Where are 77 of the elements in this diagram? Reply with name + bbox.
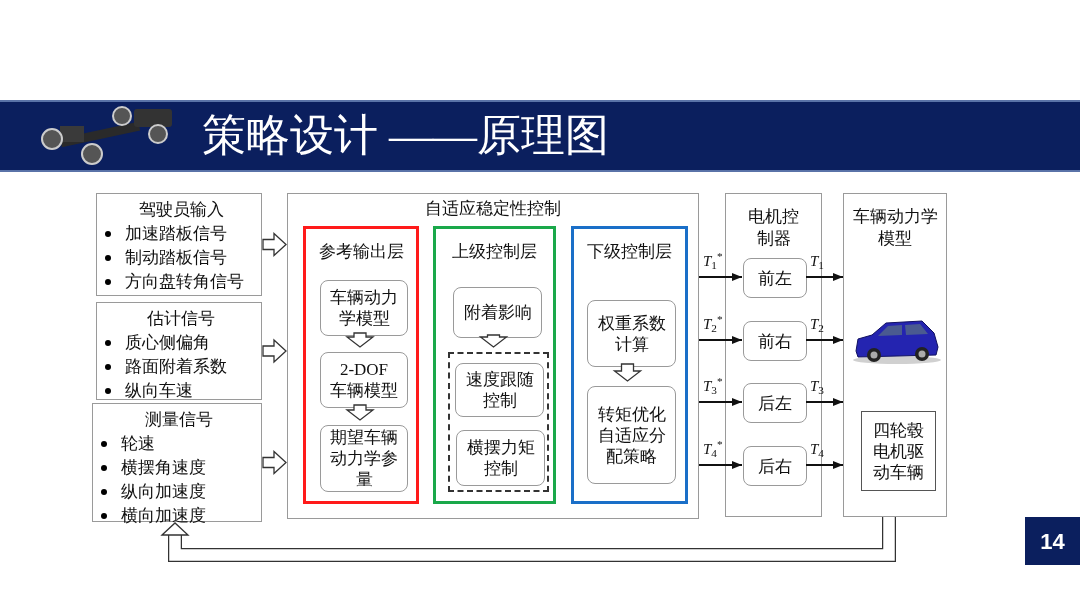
process-box [743, 383, 807, 423]
box-text: 后左 [757, 392, 793, 414]
box-text: 2-DOF 车辆模型 [329, 359, 399, 401]
process-box [587, 386, 676, 484]
hollow-arrow [262, 232, 287, 257]
box-text: 前左 [757, 267, 793, 289]
box-text: 后右 [757, 455, 793, 477]
box-text: 车辆动力学模型 [329, 287, 399, 329]
hollow-arrow [262, 338, 287, 364]
arrow [698, 273, 743, 281]
bullet-item: 方向盘转角信号 [125, 271, 244, 293]
bullet-item: 轮速 [121, 433, 155, 455]
hollow-arrow [478, 334, 509, 348]
panel-heading: 车辆动力学模型 [851, 206, 939, 250]
box-text: 附着影响 [462, 302, 533, 323]
arrow [698, 461, 743, 469]
edge-label: T$_{1}$ [810, 253, 824, 269]
arrow [698, 336, 743, 344]
layer-panel [303, 226, 419, 504]
process-box [743, 446, 807, 486]
process-box [320, 425, 408, 492]
panel-heading: 下级控制层 [587, 241, 672, 263]
arrow [698, 398, 743, 406]
arrow [805, 398, 844, 406]
panel-heading: 电机控制器 [747, 206, 800, 250]
box-heading: 估计信号 [147, 308, 215, 330]
process-box [743, 321, 807, 361]
bullet-item: 制动踏板信号 [125, 247, 227, 269]
box-text: 期望车辆动力学参量 [329, 427, 399, 490]
page-number: 14 [1025, 517, 1080, 565]
signal-list-box [92, 403, 262, 522]
process-box [861, 411, 936, 491]
panel-heading: 参考输出层 [318, 241, 404, 263]
hollow-arrow [345, 332, 375, 348]
edge-label: T$_{4}$ [810, 441, 824, 457]
module-panel [725, 193, 822, 517]
bullet-item: 横向加速度 [121, 505, 206, 527]
bullet-item: 质心侧偏角 [125, 332, 210, 354]
process-box [453, 287, 542, 338]
feedback-arrow [160, 517, 896, 562]
arrow [805, 273, 844, 281]
bullet-item: 路面附着系数 [125, 356, 227, 378]
hollow-arrow [612, 363, 643, 382]
signal-list-box [96, 302, 262, 400]
process-box [320, 352, 408, 408]
box-text: 转矩优化自适应分配策略 [596, 403, 667, 467]
layer-panel [571, 226, 688, 504]
box-text: 横摆力矩控制 [465, 437, 536, 479]
slide-title: 策略设计 ——原理图 [202, 110, 609, 162]
process-box [455, 363, 544, 417]
process-box [456, 430, 545, 486]
process-box [743, 258, 807, 298]
arrow [805, 461, 844, 469]
box-text: 权重系数计算 [596, 312, 667, 355]
layer-panel [433, 226, 556, 504]
arrow [805, 336, 844, 344]
box-text: 四轮毂电机驱动车辆 [872, 419, 925, 483]
module-panel [287, 193, 699, 519]
process-box [587, 300, 676, 367]
box-text: 前右 [757, 330, 793, 352]
process-box [320, 280, 408, 336]
box-heading: 驾驶员输入 [138, 199, 224, 221]
box-heading: 测量信号 [145, 409, 213, 431]
hollow-arrow [345, 404, 375, 421]
panel-heading: 自适应稳定性控制 [425, 198, 561, 220]
signal-list-box [96, 193, 262, 296]
bullet-item: 纵向加速度 [121, 481, 206, 503]
bullet-item: 横摆角速度 [121, 457, 206, 479]
edge-label: T$_{3}$ [810, 378, 824, 394]
bullet-item: 纵向车速 [125, 380, 193, 402]
hollow-arrow [262, 450, 287, 475]
dashed-group-box [448, 352, 549, 492]
edge-label: T$_{2}$ [810, 316, 824, 332]
box-text: 速度跟随控制 [464, 369, 535, 411]
panel-heading: 上级控制层 [452, 241, 537, 263]
module-panel [843, 193, 947, 517]
bullet-item: 加速踏板信号 [125, 223, 227, 245]
